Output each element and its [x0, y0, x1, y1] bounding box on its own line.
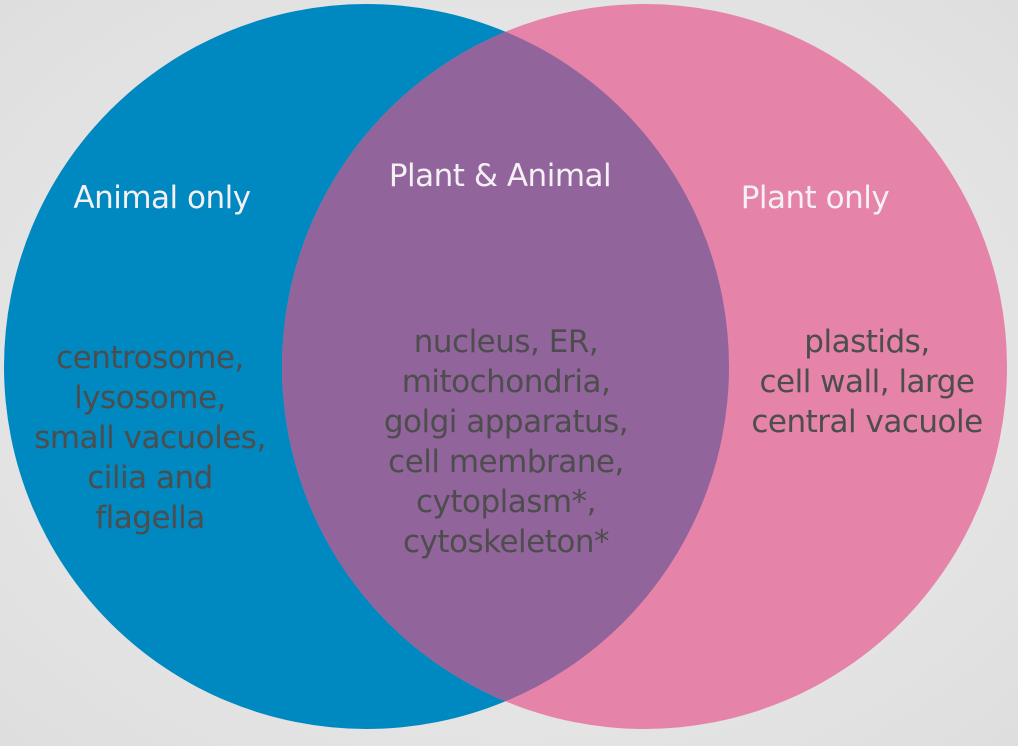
shared-item: golgi apparatus, [383, 404, 629, 440]
shared-item: nucleus, ER, [413, 324, 599, 360]
shared-item: cytoplasm*, [415, 484, 597, 520]
animal-only-heading: Animal only [73, 180, 251, 216]
plant-only-heading: Plant only [740, 180, 890, 216]
plant-item: central vacuole [751, 404, 983, 440]
animal-item: flagella [95, 500, 205, 536]
shared-item: cell membrane, [388, 444, 624, 480]
overlap-region [282, 4, 729, 729]
plant-item: plastids, [804, 324, 930, 360]
animal-item: lysosome, [74, 380, 226, 416]
plant-and-animal-heading: Plant & Animal [388, 158, 612, 194]
animal-item: small vacuoles, [34, 420, 266, 456]
shared-item: mitochondria, [401, 364, 611, 400]
animal-only-items: centrosome, lysosome, small vacuoles, ci… [0, 338, 300, 538]
animal-item: cilia and [87, 460, 213, 496]
plant-only-items: plastids, cell wall, large central vacuo… [722, 322, 1012, 442]
plant-item: cell wall, large [759, 364, 975, 400]
shared-item: cytoskeleton* [402, 524, 610, 560]
shared-items: nucleus, ER, mitochondria, golgi apparat… [330, 322, 682, 562]
animal-item: centrosome, [56, 340, 244, 376]
